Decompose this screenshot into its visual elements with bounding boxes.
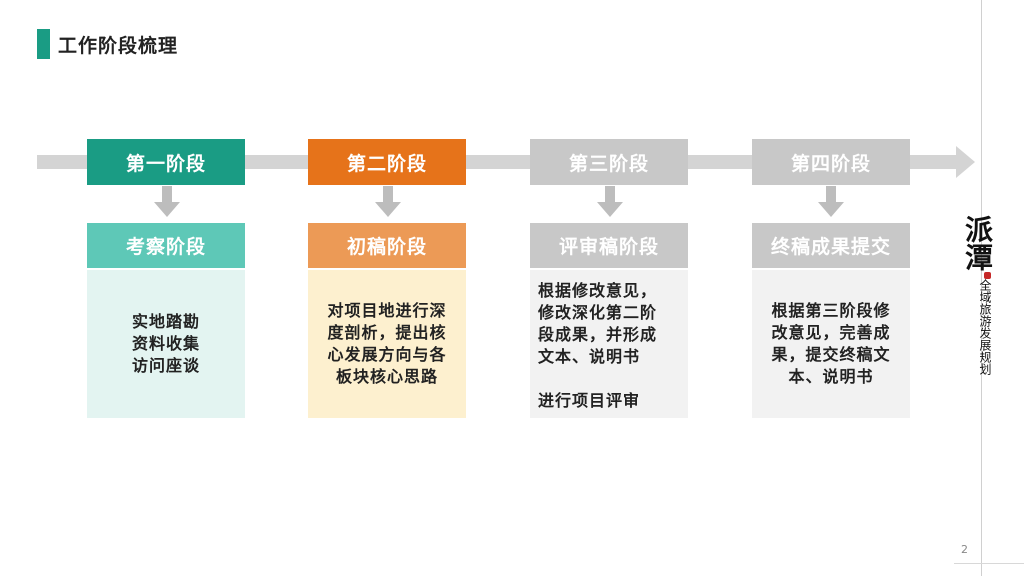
down-arrow-icon [154,186,180,217]
right-divider-line [981,0,982,576]
stage-4-header: 第四阶段 [752,139,910,185]
stage-3-subtitle: 评审稿阶段 [530,223,688,268]
stage-1-header: 第一阶段 [87,139,245,185]
page-title: 工作阶段梳理 [58,35,179,57]
stage-2-description: 对项目地进行深 度剖析，提出核 心发展方向与各 板块核心思路 [308,270,466,418]
stage-2-subtitle: 初稿阶段 [308,223,466,268]
logo-subtitle: 全域旅游发展规划 [978,279,992,375]
stage-3-header: 第三阶段 [530,139,688,185]
title-accent-bar [37,29,50,59]
stage-1-subtitle: 考察阶段 [87,223,245,268]
stage-4-description: 根据第三阶段修 改意见，完善成 果，提交终稿文 本、说明书 [752,270,910,418]
down-arrow-icon [375,186,401,217]
stage-3-description: 根据修改意见， 修改深化第二阶 段成果，并形成 文本、说明书 进行项目评审 [530,270,688,418]
brand-logo: 派潭 全域旅游发展规划 [961,215,1002,385]
down-arrow-icon [597,186,623,217]
logo-title: 派潭 [961,215,994,271]
down-arrow-icon [818,186,844,217]
page-number: 2 [961,543,968,556]
stage-2-header: 第二阶段 [308,139,466,185]
bottom-divider-line [954,563,1024,564]
stage-4-subtitle: 终稿成果提交 [752,223,910,268]
seal-icon [984,272,991,279]
stage-1-description: 实地踏勘 资料收集 访问座谈 [87,270,245,418]
